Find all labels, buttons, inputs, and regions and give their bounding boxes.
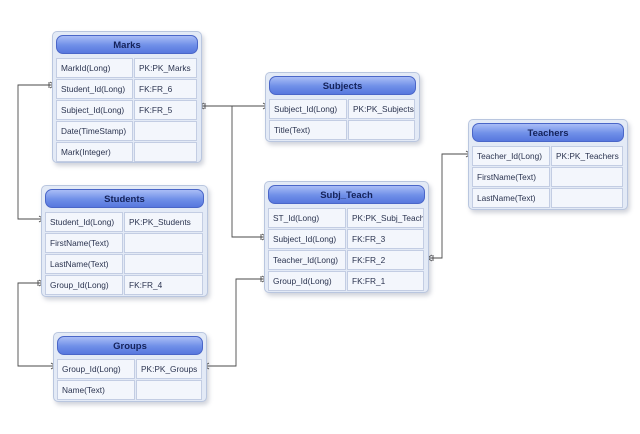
column-name: Group_Id(Long) — [57, 359, 135, 379]
column-key: FK:FR_4 — [124, 275, 203, 295]
column-key: FK:FR_2 — [347, 250, 424, 270]
column-key: PK:PK_Students — [124, 212, 203, 232]
column-name: Mark(Integer) — [56, 142, 133, 162]
table-row[interactable]: LastName(Text) — [45, 254, 204, 275]
column-name: Group_Id(Long) — [268, 271, 346, 291]
column-name: Subject_Id(Long) — [56, 100, 133, 120]
column-key: PK:PK_Subj_Teach — [347, 208, 424, 228]
table-row[interactable]: Date(TimeStamp) — [56, 121, 198, 142]
table-students[interactable]: Students Student_Id(Long)PK:PK_Students … — [41, 185, 208, 297]
table-marks[interactable]: Marks MarkId(Long)PK:PK_Marks Student_Id… — [52, 31, 202, 163]
connector-fr-1 — [204, 278, 267, 367]
table-teachers[interactable]: Teachers Teacher_Id(Long)PK:PK_Teachers … — [468, 119, 628, 210]
column-key: FK:FR_3 — [347, 229, 424, 249]
table-header[interactable]: Teachers — [472, 123, 624, 142]
table-row[interactable]: FirstName(Text) — [472, 167, 624, 188]
table-header[interactable]: Marks — [56, 35, 198, 54]
table-row[interactable]: Student_Id(Long)PK:PK_Students — [45, 212, 204, 233]
column-key — [124, 233, 203, 253]
column-key — [134, 121, 197, 141]
table-row[interactable]: Subject_Id(Long)PK:PK_Subjects — [269, 99, 416, 120]
column-name: Student_Id(Long) — [56, 79, 133, 99]
column-key — [348, 120, 415, 140]
column-key: PK:PK_Marks — [134, 58, 197, 78]
column-key: PK:PK_Teachers — [551, 146, 623, 166]
column-name: Subject_Id(Long) — [268, 229, 346, 249]
table-groups[interactable]: Groups Group_Id(Long)PK:PK_Groups Name(T… — [53, 332, 207, 402]
column-name: Name(Text) — [57, 380, 135, 400]
column-name: Student_Id(Long) — [45, 212, 123, 232]
table-row[interactable]: Subject_Id(Long)FK:FR_5 — [56, 100, 198, 121]
table-header[interactable]: Subjects — [269, 76, 416, 95]
column-name: Teacher_Id(Long) — [268, 250, 346, 270]
table-row[interactable]: Group_Id(Long)PK:PK_Groups — [57, 359, 203, 380]
column-name: LastName(Text) — [472, 188, 550, 208]
connector-fr-2 — [427, 153, 471, 259]
table-header[interactable]: Students — [45, 189, 204, 208]
column-key — [551, 167, 623, 187]
column-key — [551, 188, 623, 208]
column-key: PK:PK_Subjects — [348, 99, 415, 119]
table-row[interactable]: Teacher_Id(Long)PK:PK_Teachers — [472, 146, 624, 167]
table-row[interactable]: ST_Id(Long)PK:PK_Subj_Teach — [268, 208, 425, 229]
table-subjects[interactable]: Subjects Subject_Id(Long)PK:PK_Subjects … — [265, 72, 420, 142]
column-key: FK:FR_6 — [134, 79, 197, 99]
column-key — [136, 380, 202, 400]
table-row[interactable]: Subject_Id(Long)FK:FR_3 — [268, 229, 425, 250]
column-key: FK:FR_1 — [347, 271, 424, 291]
table-row[interactable]: LastName(Text) — [472, 188, 624, 209]
table-row[interactable]: MarkId(Long)PK:PK_Marks — [56, 58, 198, 79]
column-name: Title(Text) — [269, 120, 347, 140]
column-name: Subject_Id(Long) — [269, 99, 347, 119]
column-key — [134, 142, 197, 162]
table-header[interactable]: Groups — [57, 336, 203, 355]
column-name: FirstName(Text) — [472, 167, 550, 187]
column-name: MarkId(Long) — [56, 58, 133, 78]
column-key: PK:PK_Groups — [136, 359, 202, 379]
column-name: ST_Id(Long) — [268, 208, 346, 228]
column-name: Date(TimeStamp) — [56, 121, 133, 141]
connector-fr-3 — [231, 106, 267, 238]
table-row[interactable]: Mark(Integer) — [56, 142, 198, 163]
column-name: Teacher_Id(Long) — [472, 146, 550, 166]
column-key — [124, 254, 203, 274]
table-header[interactable]: Subj_Teach — [268, 185, 425, 204]
table-row[interactable]: Teacher_Id(Long)FK:FR_2 — [268, 250, 425, 271]
column-key: FK:FR_5 — [134, 100, 197, 120]
table-row[interactable]: Group_Id(Long)FK:FR_4 — [45, 275, 204, 296]
table-subj-teach[interactable]: Subj_Teach ST_Id(Long)PK:PK_Subj_Teach S… — [264, 181, 429, 293]
table-row[interactable]: Student_Id(Long)FK:FR_6 — [56, 79, 198, 100]
table-row[interactable]: Group_Id(Long)FK:FR_1 — [268, 271, 425, 292]
column-name: Group_Id(Long) — [45, 275, 123, 295]
table-row[interactable]: Title(Text) — [269, 120, 416, 141]
column-name: FirstName(Text) — [45, 233, 123, 253]
table-row[interactable]: FirstName(Text) — [45, 233, 204, 254]
column-name: LastName(Text) — [45, 254, 123, 274]
table-row[interactable]: Name(Text) — [57, 380, 203, 401]
